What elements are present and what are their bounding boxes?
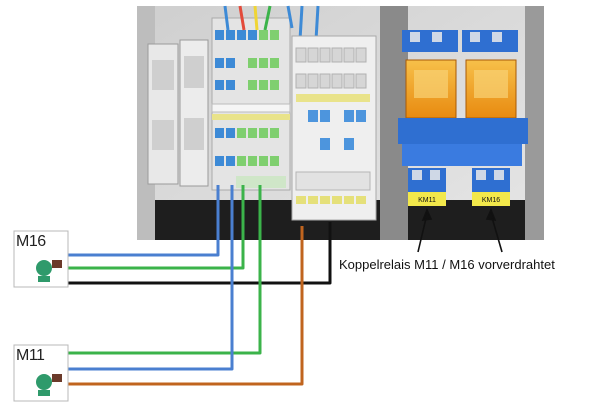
wire-blue-m11	[68, 185, 234, 371]
pump-icon-m16	[13, 230, 69, 288]
pump-icon-m11	[13, 344, 69, 402]
pump-label-m11: M11	[16, 347, 45, 364]
coupling-relay-right	[458, 30, 528, 206]
caption-arrows	[417, 207, 503, 253]
wire-black-m16	[68, 222, 332, 285]
wire-green-m16	[68, 185, 245, 270]
pump-label-m16: M16	[16, 233, 46, 250]
incoming-cables	[223, 5, 320, 41]
relay-label-km11: KM11	[418, 197, 436, 204]
wire-blue-m16	[68, 185, 220, 257]
caption-text: Koppelrelais M11 / M16 vorverdrahtet	[339, 257, 555, 272]
wire-brown-m11	[68, 226, 304, 386]
terminal-blocks-left	[211, 17, 291, 191]
wire-green-m11	[68, 185, 262, 355]
wires	[68, 185, 332, 386]
coupling-relay-left	[398, 30, 466, 206]
cabinet-photo: KM11 KM16	[137, 5, 544, 240]
end-clamp	[147, 39, 209, 187]
terminal-blocks-right	[291, 35, 377, 221]
relay-label-km16: KM16	[482, 197, 500, 204]
